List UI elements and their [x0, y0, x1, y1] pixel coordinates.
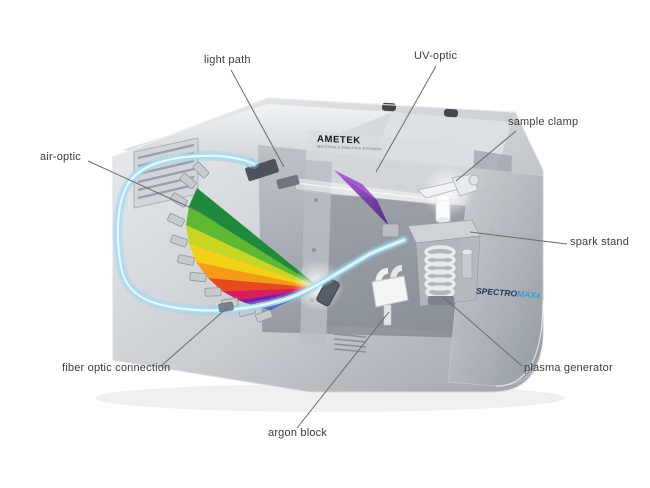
leader-line-argon-block: [296, 311, 390, 429]
sample-clamp-part: [417, 173, 480, 199]
leader-line-light-path: [230, 69, 285, 168]
argon-block-part: [371, 265, 409, 326]
label-plasma-generator: plasma generator: [524, 362, 613, 374]
fiber-optic-cable: [112, 150, 409, 316]
spark-stand-assembly: [407, 166, 481, 307]
leader-line-plasma-generator: [442, 296, 523, 367]
label-argon-block: argon block: [268, 427, 328, 439]
uv-beam-fan: [334, 170, 400, 238]
leader-line-sample-clamp: [455, 130, 517, 182]
leader-line-spark-stand: [469, 231, 568, 245]
label-fiber-optic-connection: fiber optic connection: [62, 362, 171, 374]
leader-line-uv-optic: [375, 65, 437, 173]
label-air-optic: air-optic: [40, 151, 81, 163]
vent-grille-front: [333, 333, 367, 353]
stand-cylinder: [461, 249, 473, 279]
fiber-optic-connector: [218, 301, 234, 313]
spectromaxx-logo-suffix: MAXx: [517, 288, 541, 301]
panel-seams: [112, 97, 544, 387]
plasma-generator-coil: [424, 245, 456, 299]
label-uv-optic: UV-optic: [414, 50, 458, 62]
diffraction-grating: [316, 277, 340, 307]
ametek-logo: AMETEK MATERIALS ANALYSIS DIVISION: [317, 134, 381, 152]
sample-cylinder: [435, 194, 451, 223]
leader-line-fiber-optic-connection: [160, 307, 228, 367]
rainbow-spectrum-fan: [186, 188, 344, 312]
coil-base: [428, 296, 454, 305]
label-sample-clamp: sample clamp: [508, 116, 579, 128]
leader-line-air-optic: [87, 160, 203, 214]
leader-lines: [87, 65, 568, 429]
label-light-path: light path: [204, 54, 251, 66]
uv-detector: [381, 223, 400, 238]
label-spark-stand: spark stand: [570, 236, 630, 248]
